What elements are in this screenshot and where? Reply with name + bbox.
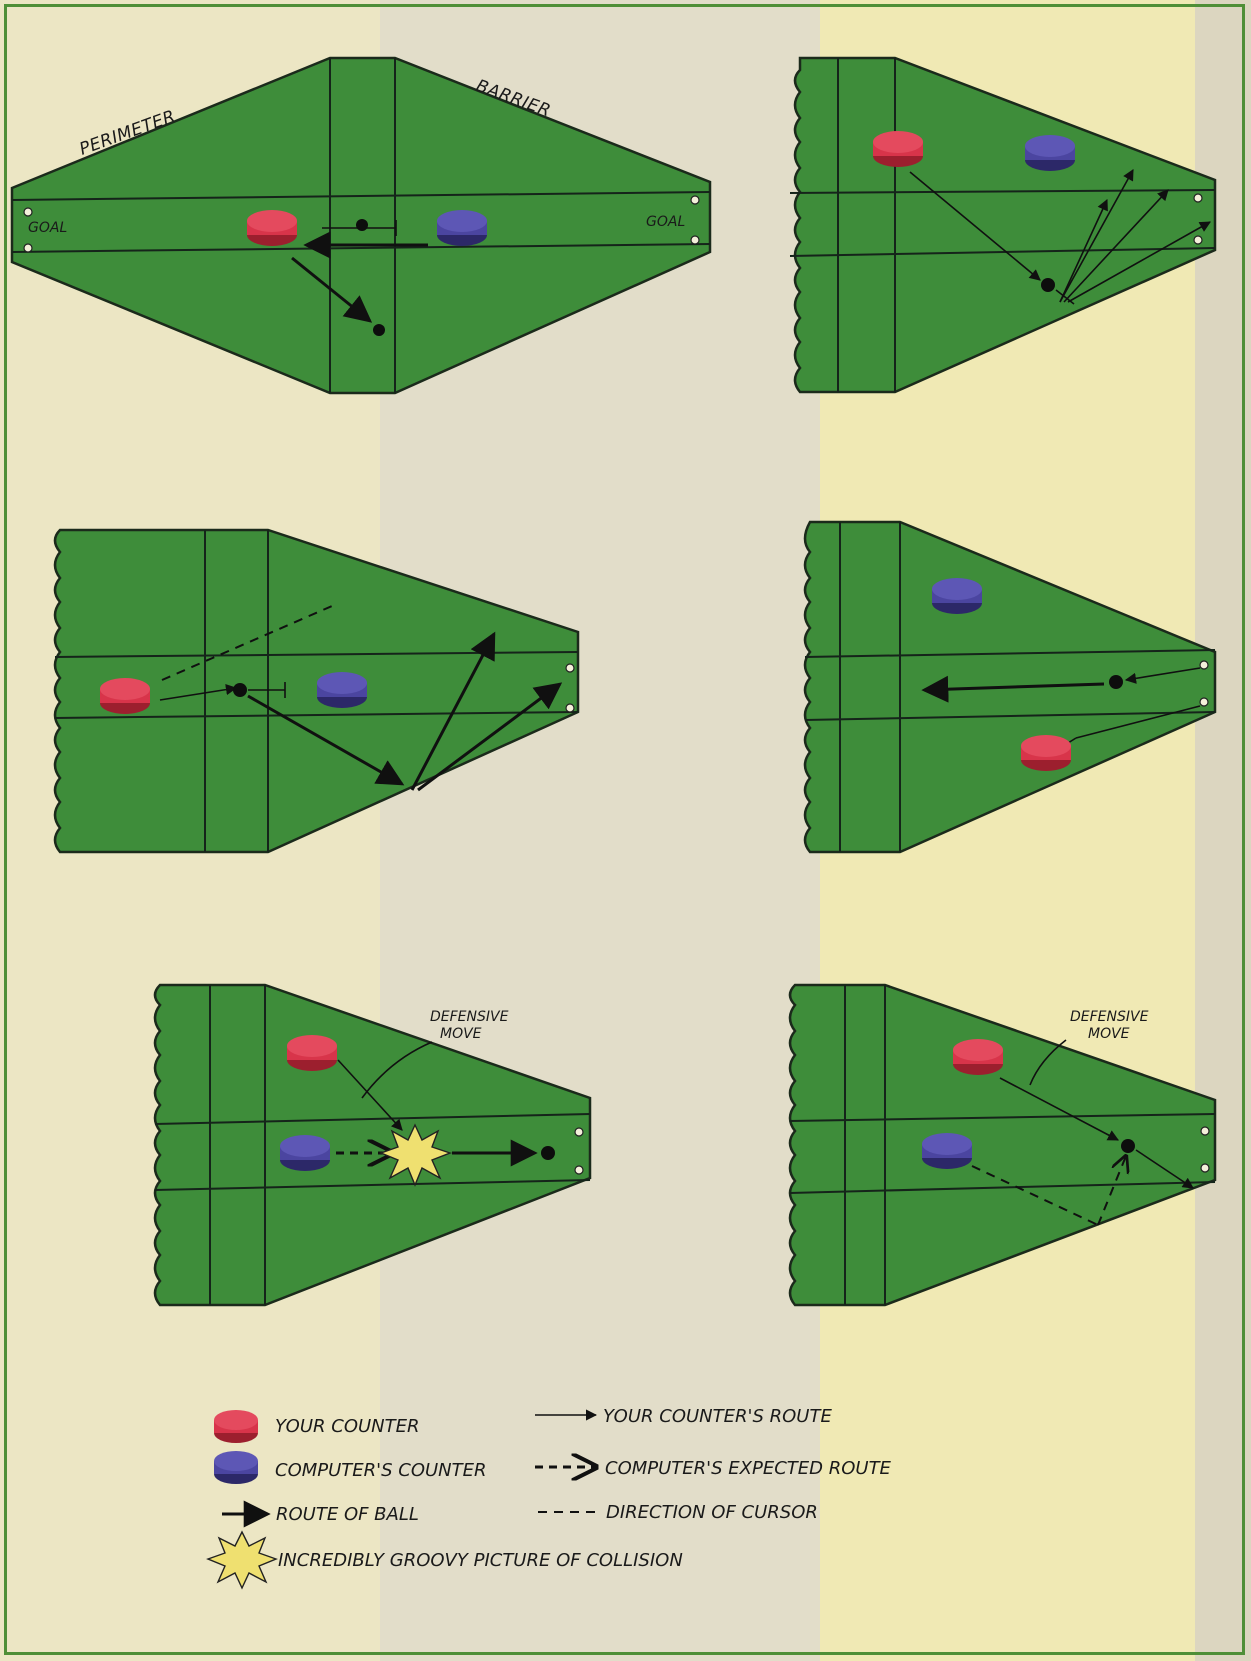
diagram-5: DEFENSIVE MOVE bbox=[155, 985, 590, 1305]
legend-computer-counter-label: COMPUTER'S COUNTER bbox=[275, 1460, 487, 1481]
your-counter-6 bbox=[953, 1039, 1003, 1075]
field-6 bbox=[790, 985, 1215, 1305]
legend: YOUR COUNTER COMPUTER'S COUNTER ROUTE OF… bbox=[208, 1406, 892, 1588]
diagram-4 bbox=[805, 522, 1215, 852]
computer-counter-2 bbox=[1025, 135, 1075, 171]
your-counter-1 bbox=[247, 210, 297, 246]
legend-computers-expected-route-label: COMPUTER'S EXPECTED ROUTE bbox=[605, 1458, 892, 1479]
computer-counter-6 bbox=[922, 1133, 972, 1169]
diagram-1: PERIMETER BARRIER GOAL GOAL bbox=[12, 58, 710, 393]
legend-your-counters-route-label: YOUR COUNTER'S ROUTE bbox=[603, 1406, 832, 1427]
computer-counter-5 bbox=[280, 1135, 330, 1171]
your-counter-4 bbox=[1021, 735, 1071, 771]
legend-collision-star bbox=[208, 1532, 276, 1588]
computer-counter-3 bbox=[317, 672, 367, 708]
legend-your-counter-swatch bbox=[214, 1410, 258, 1443]
computer-counter-4 bbox=[932, 578, 982, 614]
field-5 bbox=[155, 985, 590, 1305]
your-counter-5 bbox=[287, 1035, 337, 1071]
defensive-move-label-2a: DEFENSIVE bbox=[1070, 1009, 1149, 1025]
computer-counter-1 bbox=[437, 210, 487, 246]
defensive-move-label-2b: MOVE bbox=[1088, 1026, 1130, 1042]
diagram-2 bbox=[790, 58, 1215, 392]
legend-route-of-ball-label: ROUTE OF BALL bbox=[276, 1504, 419, 1525]
goal-left-label: GOAL bbox=[28, 220, 67, 236]
goal-right-label: GOAL bbox=[646, 214, 685, 230]
legend-computer-counter-swatch bbox=[214, 1451, 258, 1484]
defensive-move-label-1b: MOVE bbox=[440, 1026, 482, 1042]
legend-your-counter-label: YOUR COUNTER bbox=[275, 1416, 420, 1437]
legend-collision-label: INCREDIBLY GROOVY PICTURE OF COLLISION bbox=[278, 1550, 683, 1571]
your-counter-3 bbox=[100, 678, 150, 714]
legend-direction-of-cursor-label: DIRECTION OF CURSOR bbox=[606, 1502, 818, 1523]
diagram-6: DEFENSIVE MOVE bbox=[790, 985, 1215, 1305]
diagram-3 bbox=[55, 530, 578, 852]
your-counter-2 bbox=[873, 131, 923, 167]
defensive-move-label-1a: DEFENSIVE bbox=[430, 1009, 509, 1025]
field-2 bbox=[795, 58, 1215, 392]
